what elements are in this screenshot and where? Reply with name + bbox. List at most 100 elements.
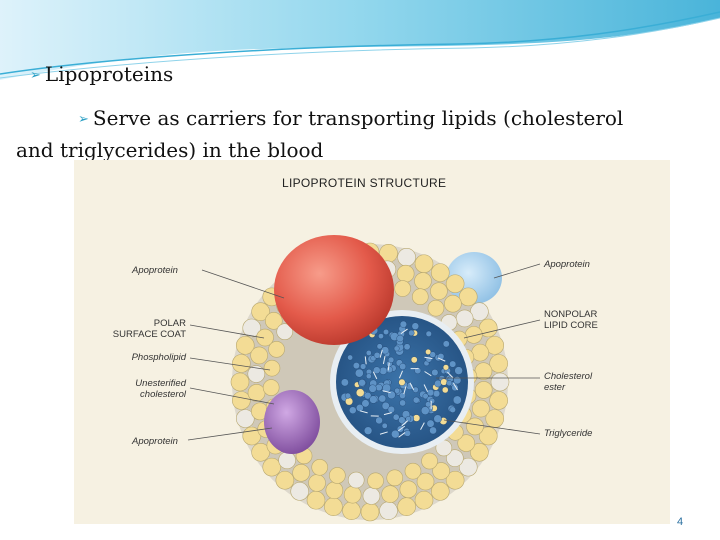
core-molecule [433, 414, 442, 423]
core-molecule [449, 360, 457, 368]
core-molecule [442, 364, 449, 371]
core-molecule [375, 416, 383, 425]
core-molecule [454, 366, 463, 375]
phospholipid-head [432, 462, 450, 480]
phospholipid-head [489, 354, 508, 373]
phospholipid-head [360, 502, 380, 522]
core-molecule [355, 388, 365, 397]
phospholipid-head [446, 449, 464, 467]
phospholipid-head [472, 399, 490, 418]
core-molecule [358, 379, 366, 387]
core-molecule [412, 396, 420, 404]
phospholipid-head [367, 472, 384, 490]
fatty-acid-tail [372, 371, 378, 380]
label-phospholipid: Phospholipid [131, 352, 186, 363]
core-molecule [442, 340, 450, 348]
bullet-arrow-icon: ➢ [30, 68, 41, 83]
core-molecule [432, 390, 441, 398]
phospholipid-head [262, 457, 282, 477]
fatty-acid-tail [383, 412, 392, 416]
core-molecule [366, 373, 372, 380]
phospholipid-heads [230, 242, 510, 522]
phospholipid-head [457, 434, 476, 452]
core-molecule [410, 356, 418, 364]
core-molecule [391, 429, 400, 439]
label-triglyceride: Triglyceride [544, 428, 593, 439]
phospholipid-head [414, 254, 434, 274]
bullet-sub-line2: and triglycerides) in the blood [16, 138, 324, 162]
phospholipid-head [381, 485, 399, 503]
core-molecule [349, 406, 357, 414]
core-molecule [340, 378, 349, 387]
phospholipid-head [474, 362, 493, 380]
phospholipid-head [362, 487, 381, 505]
phospholipid-head [414, 272, 432, 290]
fatty-acid-tail [401, 420, 409, 427]
phospholipid-head [445, 470, 465, 490]
core-molecule [360, 363, 367, 370]
bullet-serve-as-carriers: ➢Serve as carriers for transporting lipi… [16, 104, 688, 164]
phospholipid-head [489, 391, 508, 410]
core-molecule [369, 395, 378, 404]
phospholipid-head [251, 302, 270, 322]
label-cholesterol-ester-line1: Cholesterol [544, 371, 593, 382]
core-molecule [381, 422, 388, 429]
core-molecule [399, 399, 406, 407]
phospholipid-head [394, 280, 411, 297]
phospholipid-head [264, 312, 283, 330]
core-molecule [446, 380, 453, 387]
core-molecule [398, 416, 406, 424]
phospholipid-head [343, 485, 362, 504]
phospholipid-head [444, 294, 462, 313]
core-molecule [449, 406, 456, 413]
fatty-acid-tail [379, 349, 383, 358]
core-molecule [396, 334, 404, 343]
phospholipid-head [470, 442, 489, 462]
core-molecule [383, 329, 389, 335]
core-molecule [373, 352, 381, 359]
core-molecules [340, 320, 463, 439]
fatty-acid-tail [398, 425, 406, 432]
core-molecule [386, 366, 393, 374]
core-molecule [405, 416, 412, 422]
fatty-acid-tail [420, 422, 425, 430]
fatty-acid-tail [382, 390, 391, 394]
phospholipid-head [306, 490, 326, 510]
phospholipid-head [490, 372, 510, 392]
core-molecule [352, 362, 360, 370]
phospholipid-head [414, 490, 434, 510]
phospholipid-head [262, 379, 280, 396]
phospholipid-head [416, 472, 435, 491]
fatty-acid-tail [398, 370, 403, 379]
phospholipid-head [379, 501, 398, 520]
phospholipid-head [242, 318, 262, 338]
core-molecule [355, 404, 364, 412]
core-molecule [441, 386, 449, 394]
core-molecule [411, 322, 419, 330]
phospholipid-head [324, 497, 343, 517]
core-molecule [347, 354, 353, 361]
core-molecule [394, 387, 401, 394]
core-molecule [378, 333, 384, 339]
phospholipid-head [308, 474, 326, 492]
core-molecule [453, 376, 462, 385]
phospholipid-head [470, 302, 489, 322]
core-molecule [425, 401, 432, 408]
phospholipid-head [485, 336, 505, 355]
core-molecule [425, 330, 432, 337]
header-wave-decoration [0, 0, 720, 80]
phospholipid-head [263, 359, 281, 377]
lipoprotein-structure-figure [74, 160, 670, 524]
phospholipid-head [235, 336, 255, 355]
phospholipid-head [445, 274, 465, 294]
phospholipid-head [256, 328, 274, 347]
apoprotein-purple [264, 390, 320, 454]
label-apoprotein-top: Apoprotein [132, 265, 178, 276]
page-number: 4 [677, 516, 684, 528]
phospholipid-head [342, 501, 361, 520]
core-molecule [426, 389, 435, 397]
phospholipid-head [465, 326, 483, 344]
core-molecule [431, 368, 439, 376]
label-nonpolar-line2: LIPID CORE [544, 320, 598, 331]
core-molecule [399, 363, 407, 370]
